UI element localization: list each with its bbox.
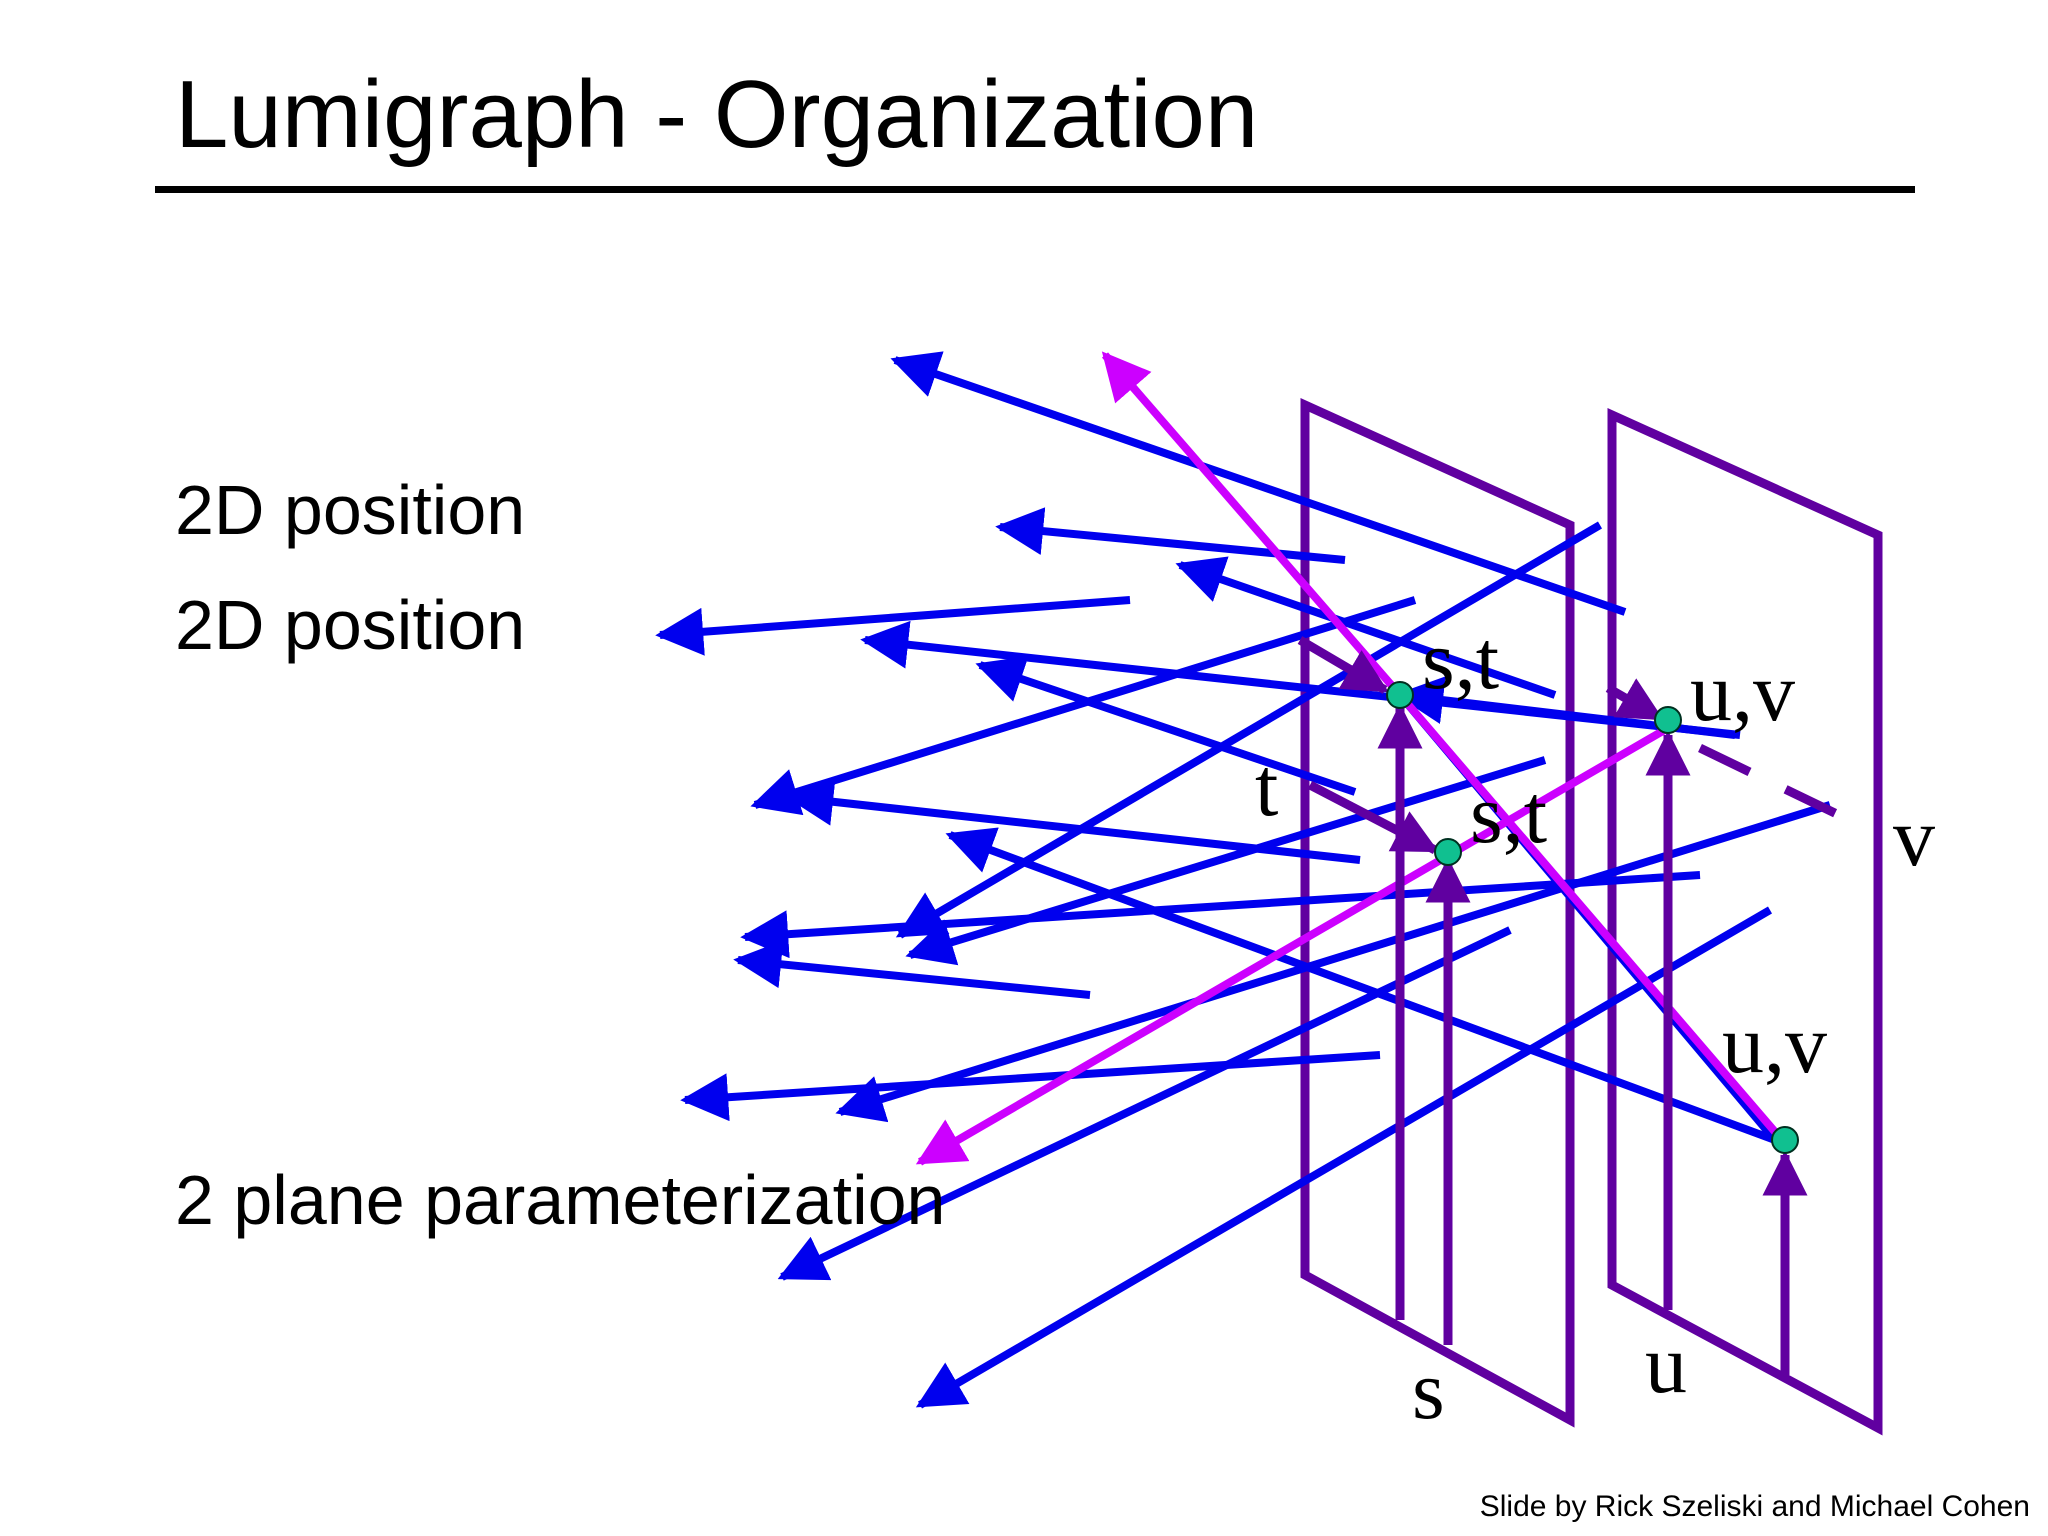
ray-7 xyxy=(975,656,1357,796)
v-axis-dashed xyxy=(1698,743,1872,835)
title-underline xyxy=(155,186,1915,193)
ray-12 xyxy=(733,940,1091,999)
uv-point-upper xyxy=(1654,706,1682,734)
v-arrow xyxy=(1605,678,1664,722)
sample-points xyxy=(1386,681,1799,1154)
label-st-lower: s,t xyxy=(1470,768,1547,861)
label-2d-position-1: 2D position xyxy=(175,471,526,549)
uv-plane xyxy=(1607,408,1883,1436)
label-t: t xyxy=(1255,741,1278,834)
ray-16 xyxy=(915,906,1773,1409)
uv-point-lower xyxy=(1771,1126,1799,1154)
label-uv-upper: u,v xyxy=(1690,646,1795,739)
ray-4 xyxy=(1175,556,1557,699)
slide-credit: Slide by Rick Szeliski and Michael Cohen xyxy=(1479,1490,2030,1523)
ray-15 xyxy=(777,926,1512,1281)
highlight-ray-lower xyxy=(915,724,1671,1166)
ray-14 xyxy=(680,1051,1381,1122)
ray-3 xyxy=(655,596,1131,656)
coordinate-arrows xyxy=(1297,636,1872,1375)
label-uv-lower: u,v xyxy=(1722,998,1827,1091)
t-arrow-lower xyxy=(1307,781,1439,854)
planes xyxy=(1300,398,1883,1436)
st-point-lower xyxy=(1434,838,1462,866)
st-point-upper xyxy=(1386,681,1414,709)
ray-11 xyxy=(740,871,1701,959)
ray-17 xyxy=(945,827,1777,1144)
ray-1 xyxy=(890,351,1627,616)
label-2d-position-2: 2D position xyxy=(175,586,526,664)
label-2-plane-parameterization: 2 plane parameterization xyxy=(175,1161,946,1239)
ray-2 xyxy=(995,507,1346,564)
st-plane xyxy=(1300,398,1575,1428)
highlight-ray-upper xyxy=(1101,351,1404,698)
label-st-upper: s,t xyxy=(1422,614,1499,707)
t-arrow-upper xyxy=(1297,636,1389,694)
ray-8 xyxy=(895,521,1603,939)
label-v: v xyxy=(1893,791,1935,884)
label-u: u xyxy=(1645,1318,1687,1411)
slide-title: Lumigraph - Organization xyxy=(175,61,1259,168)
ray-bundle xyxy=(655,351,1832,1409)
highlight-ray-upper-tail xyxy=(1396,692,1786,1143)
highlight-rays xyxy=(915,351,1786,1166)
label-s: s xyxy=(1412,1344,1445,1437)
